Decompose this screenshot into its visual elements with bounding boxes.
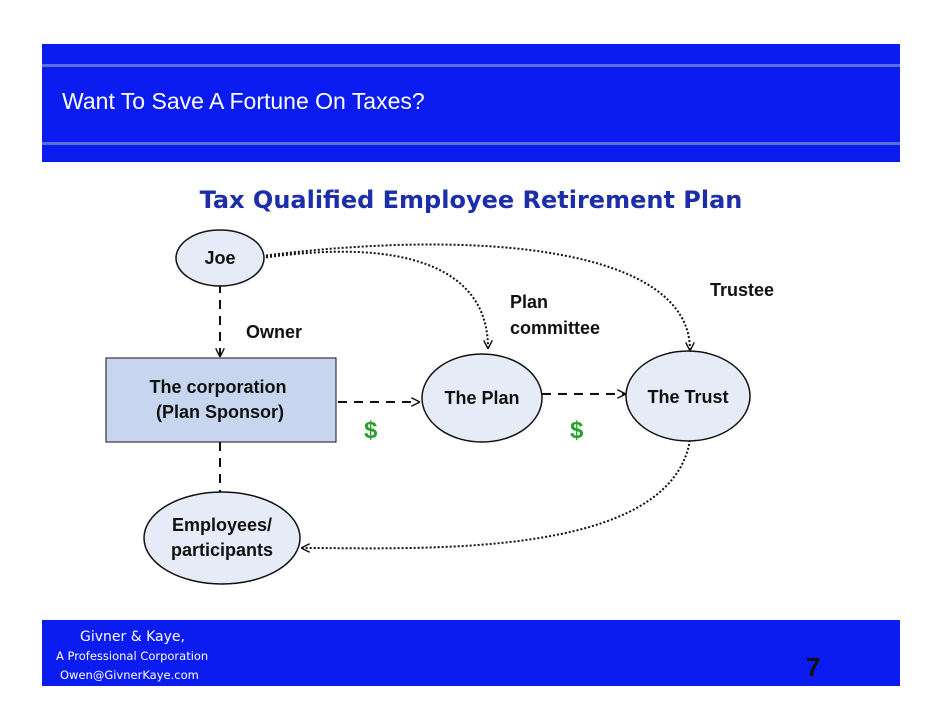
- header-top-line: [42, 64, 900, 67]
- footer-bar: [42, 620, 900, 686]
- trustee-label: Trustee: [710, 280, 774, 300]
- employees-label-line1: Employees/: [172, 515, 272, 535]
- dollar-sign-left: $: [364, 417, 378, 444]
- footer-firm-name: Givner & Kaye,: [80, 629, 185, 645]
- header-bar: Want To Save A Fortune On Taxes?: [42, 44, 900, 162]
- corporation-label-line1: The corporation: [149, 377, 286, 397]
- joe-node: [175, 229, 265, 287]
- plan-node: [421, 353, 543, 443]
- footer-email: Owen@GivnerKaye.com: [60, 668, 199, 682]
- plan-committee-label-line2: committee: [510, 318, 600, 338]
- dollar-sign-right: $: [570, 417, 584, 444]
- employees-label-line2: participants: [171, 540, 273, 560]
- trust-to-employees-dotted-connector: [302, 439, 691, 548]
- joe-to-trust-dotted-connector: [261, 243, 690, 350]
- trust-node: [625, 350, 751, 442]
- footer-corporation: A Professional Corporation: [56, 649, 209, 663]
- joe-label: Joe: [204, 248, 235, 268]
- header-bottom-line: [42, 142, 900, 145]
- plan-label: The Plan: [444, 388, 519, 408]
- corporation-node: [105, 357, 337, 443]
- page-number: 7: [806, 652, 821, 682]
- employees-node: [143, 491, 301, 585]
- corporation-label-line2: (Plan Sponsor): [156, 402, 284, 422]
- diagram-title: Tax Qualified Employee Retirement Plan: [199, 186, 743, 214]
- owner-label: Owner: [246, 322, 302, 342]
- trust-label: The Trust: [647, 387, 728, 407]
- slide-title: Want To Save A Fortune On Taxes?: [62, 88, 425, 114]
- plan-committee-label-line1: Plan: [510, 292, 548, 312]
